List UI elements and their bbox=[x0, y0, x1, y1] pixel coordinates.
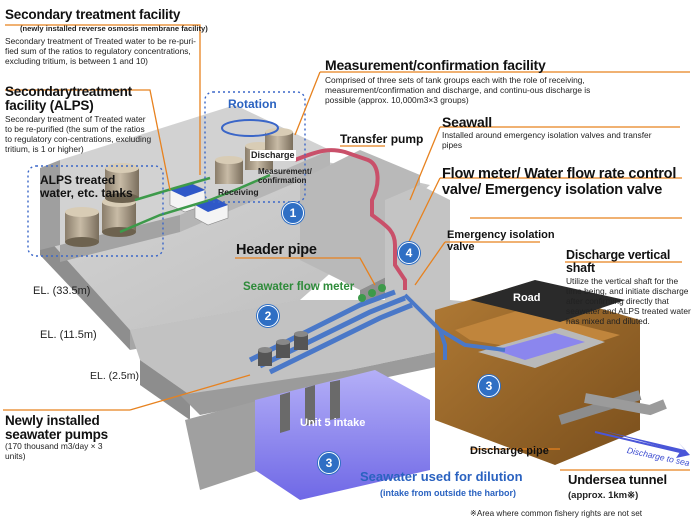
marker-2: 2 bbox=[257, 305, 279, 327]
el-33-label: EL. (33.5m) bbox=[33, 285, 91, 297]
measurement-facility-desc: Comprised of three sets of tank groups e… bbox=[325, 75, 591, 105]
secondary-facility-desc: Secondary treatment of Treated water to … bbox=[5, 36, 196, 66]
transfer-pump-label: Transfer pump bbox=[340, 132, 424, 146]
marker-1: 1 bbox=[282, 202, 304, 224]
alps-tanks-outline bbox=[27, 165, 164, 257]
earth-block bbox=[435, 285, 640, 465]
measurement-facility-title: Measurement/confirmation facility bbox=[325, 57, 546, 73]
rotation-label: Rotation bbox=[228, 97, 277, 111]
alps-facility-desc: Secondary treatment of Treated water to … bbox=[5, 114, 152, 154]
discharge-small-label: Discharge bbox=[250, 150, 296, 161]
road-surface bbox=[470, 280, 625, 322]
discharge-arrow bbox=[600, 430, 690, 458]
terrace-lower bbox=[180, 345, 470, 490]
el-2-label: EL. (2.5m) bbox=[90, 370, 140, 382]
el-11-label: EL. (11.5m) bbox=[40, 329, 97, 341]
discharge-pipe-label: Discharge pipe bbox=[470, 445, 549, 457]
discharge-shaft-title: Discharge vertical shaft bbox=[566, 248, 671, 276]
intake-outside-label: (intake from outside the harbor) bbox=[380, 488, 517, 498]
seawall-desc: Installed around emergency isolation val… bbox=[442, 130, 652, 150]
receiving-label: Receiving bbox=[218, 187, 259, 197]
rotation-arrow bbox=[221, 119, 279, 137]
alps-tanks bbox=[65, 163, 139, 247]
undersea-tunnel-title: Undersea tunnel bbox=[568, 472, 667, 487]
seawater-flow-meter-label: Seawater flow meter bbox=[243, 281, 355, 293]
unit5-label: Unit 5 intake bbox=[300, 417, 366, 429]
seawater-dilution-label: Seawater used for dilution bbox=[360, 469, 523, 484]
alps-facility-title: Secondarytreatment facility (ALPS) bbox=[5, 84, 132, 114]
secondary-facility-title: Secondary treatment facility bbox=[5, 7, 181, 22]
transfer-pipe bbox=[294, 148, 407, 290]
marker-3-shaft: 3 bbox=[478, 375, 500, 397]
alps-tanks-label: ALPS treated water, etc. tanks bbox=[40, 173, 133, 200]
measurement-small-label: Measurement/ confirmation bbox=[258, 167, 312, 186]
undersea-tunnel bbox=[584, 393, 667, 416]
road-label: Road bbox=[513, 292, 541, 304]
pumps-title: Newly installed seawater pumps bbox=[5, 413, 108, 443]
marker-3-basin: 3 bbox=[318, 452, 340, 474]
intake-basin bbox=[255, 370, 430, 500]
leader-lines bbox=[3, 24, 690, 471]
pumps-desc: (170 thousand m3/day × 3 units) bbox=[5, 441, 103, 461]
discharge-pipe bbox=[558, 390, 642, 425]
tunnel-length-label: (approx. 1km※) bbox=[568, 490, 639, 501]
green-pipes bbox=[119, 173, 271, 234]
secondary-facility-subtitle: (newly installed reverse osmosis membran… bbox=[20, 24, 208, 33]
seawall-title: Seawall bbox=[442, 114, 492, 130]
seawater-pumps bbox=[258, 331, 308, 366]
header-pipe-label: Header pipe bbox=[236, 242, 317, 258]
footnote: ※Area where common fishery rights are no… bbox=[470, 509, 643, 518]
rotation-outline bbox=[204, 91, 306, 203]
marker-4: 4 bbox=[398, 242, 420, 264]
emergency-valve-label: Emergency isolation valve bbox=[447, 229, 555, 253]
flow-meter-title: Flow meter/ Water flow rate control valv… bbox=[442, 166, 677, 198]
flow-meter-dots bbox=[358, 284, 386, 302]
discharge-shaft-desc: Utilize the vertical shaft for the time … bbox=[566, 276, 691, 326]
